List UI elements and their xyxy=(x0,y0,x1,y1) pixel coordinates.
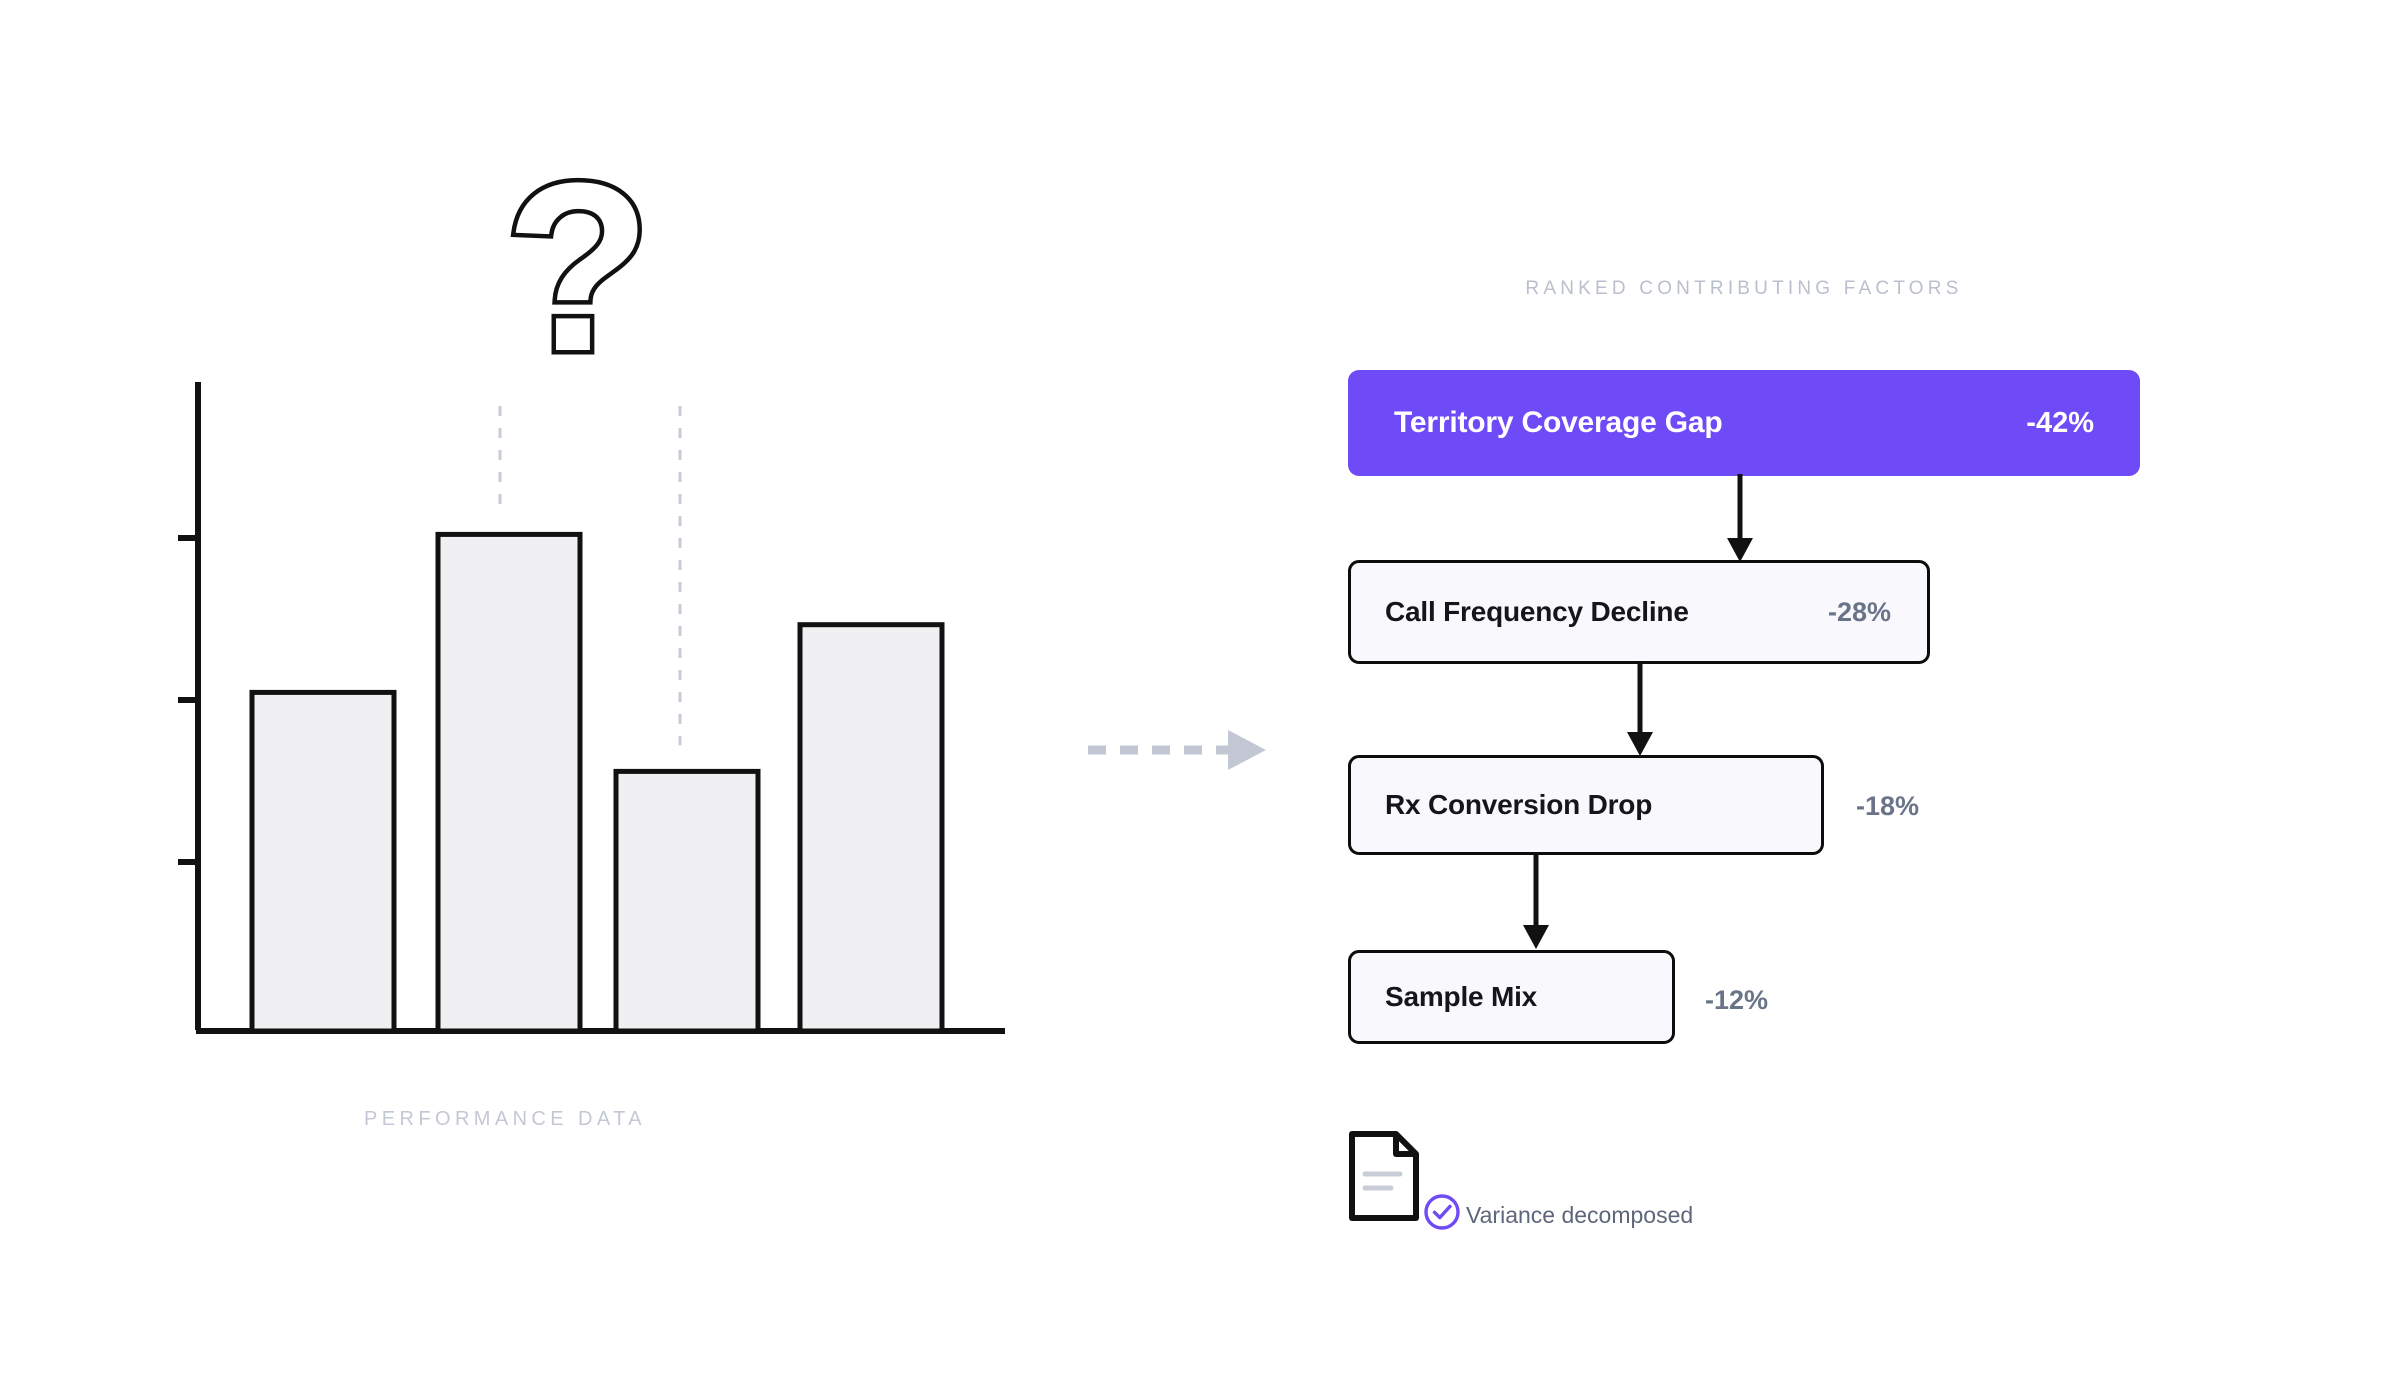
dashed-arrow-right-icon xyxy=(1088,730,1266,770)
bar-chart: ? xyxy=(178,129,1005,1034)
factor-value: -28% xyxy=(1827,596,1891,627)
factors-section-label: RANKED CONTRIBUTING FACTORS xyxy=(1525,278,1963,299)
bar-4 xyxy=(797,622,945,1034)
factor-label: Sample Mix xyxy=(1385,981,1538,1012)
factor-card-call-frequency-decline[interactable]: Call Frequency Decline -28% xyxy=(1348,560,1930,664)
question-mark-glyph: ? xyxy=(505,133,652,401)
check-circle-icon xyxy=(1424,1194,1460,1230)
flow-arrow-1 xyxy=(1727,474,1753,562)
status-footer: Variance decomposed xyxy=(1348,1130,1908,1240)
chart-caption: PERFORMANCE DATA xyxy=(364,1108,646,1130)
factor-label: Rx Conversion Drop xyxy=(1385,789,1653,820)
bar-3 xyxy=(613,768,761,1034)
bar-2 xyxy=(435,531,583,1034)
factor-value: -18% xyxy=(1856,791,1920,821)
factor-value: -12% xyxy=(1705,985,1769,1015)
bar-1 xyxy=(249,689,397,1034)
factor-card-territory-coverage-gap[interactable]: Territory Coverage Gap -42% xyxy=(1348,370,2140,476)
status-text: Variance decomposed xyxy=(1466,1202,1694,1228)
factor-card-sample-mix[interactable]: Sample Mix xyxy=(1348,950,1675,1044)
performance-chart-panel: ? PERFORMANCE DATA xyxy=(0,0,1060,1400)
factor-label: Territory Coverage Gap xyxy=(1394,406,1723,439)
ranked-factors-panel: RANKED CONTRIBUTING FACTORS Territory Co… xyxy=(1348,0,2358,1400)
document-icon xyxy=(1349,1131,1419,1221)
factor-card-rx-conversion-drop[interactable]: Rx Conversion Drop xyxy=(1348,755,1824,855)
flow-arrow-2 xyxy=(1627,662,1653,756)
flow-arrow-3 xyxy=(1523,853,1549,949)
factor-label: Call Frequency Decline xyxy=(1385,596,1689,627)
factor-value: -42% xyxy=(2026,406,2094,439)
connector-arrowhead xyxy=(1228,730,1266,770)
